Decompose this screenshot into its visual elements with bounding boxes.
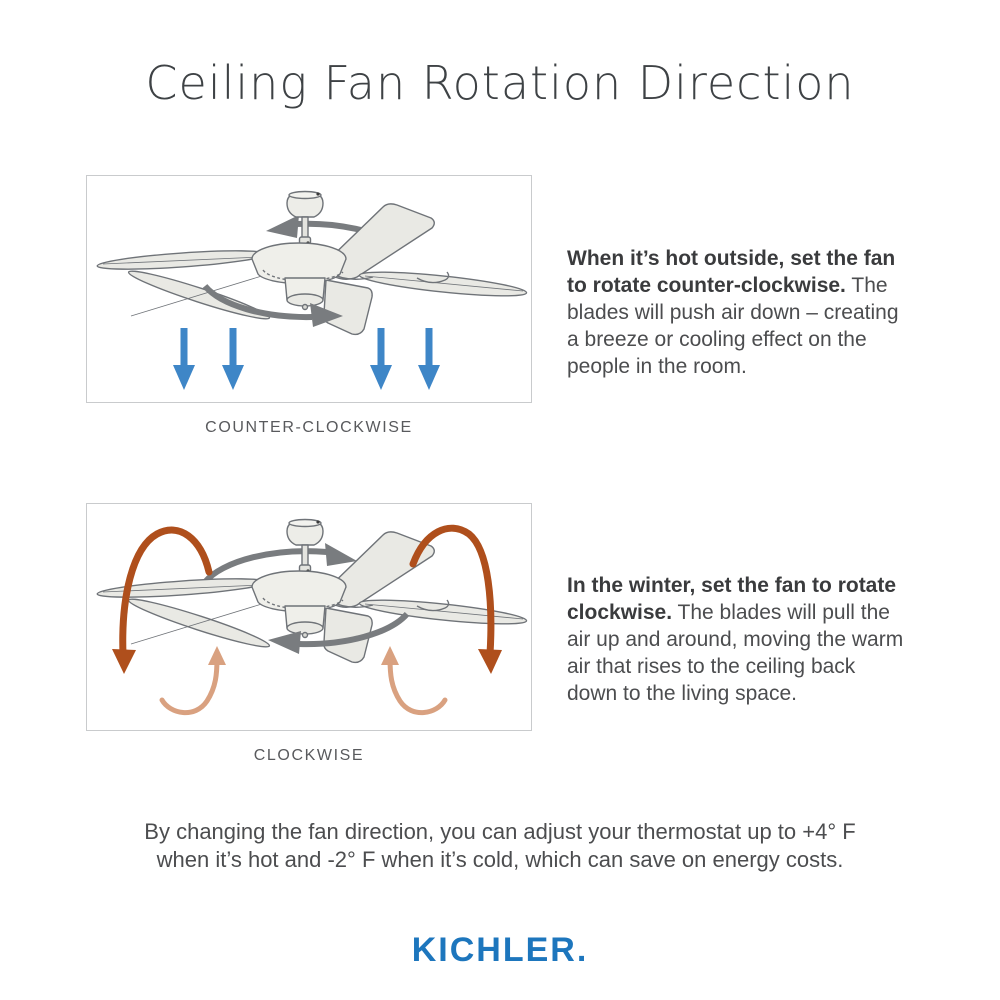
ccw-description-body: The blades will push air down – creating… <box>567 274 899 378</box>
cw-description-lead: In the winter, set the fan to rotate clo… <box>567 574 897 624</box>
rotation-ellipse-arrow-ccw-front <box>202 284 343 327</box>
warm-air-curved-up-arrows <box>159 646 448 715</box>
counter-clockwise-label: COUNTER-CLOCKWISE <box>205 419 413 436</box>
ceiling-fan-clockwise-illustration <box>96 518 529 715</box>
warm-air-arched-down-arrows <box>112 524 502 674</box>
ceiling-fan-counter-clockwise-illustration <box>96 190 529 390</box>
ccw-description-lead: When it’s hot outside, set the fan to ro… <box>567 247 896 297</box>
airflow-down-arrows <box>173 328 440 390</box>
clockwise-description: In the winter, set the fan to rotate clo… <box>567 572 907 707</box>
counter-clockwise-description: When it’s hot outside, set the fan to ro… <box>567 245 907 380</box>
counter-clockwise-diagram-box <box>86 175 532 403</box>
clockwise-label: CLOCKWISE <box>253 747 365 764</box>
cw-description-body: The blades will pull the air up and arou… <box>567 601 904 705</box>
rotation-ellipse-arrow-cw-front <box>268 611 410 654</box>
kichler-logo: KICHLER. <box>411 931 589 969</box>
ceiling-fan-icon <box>96 518 529 664</box>
energy-savings-note: By changing the fan direction, you can a… <box>144 819 856 872</box>
page-title: Ceiling Fan Rotation Direction <box>145 56 855 110</box>
clockwise-diagram-box <box>86 503 532 731</box>
